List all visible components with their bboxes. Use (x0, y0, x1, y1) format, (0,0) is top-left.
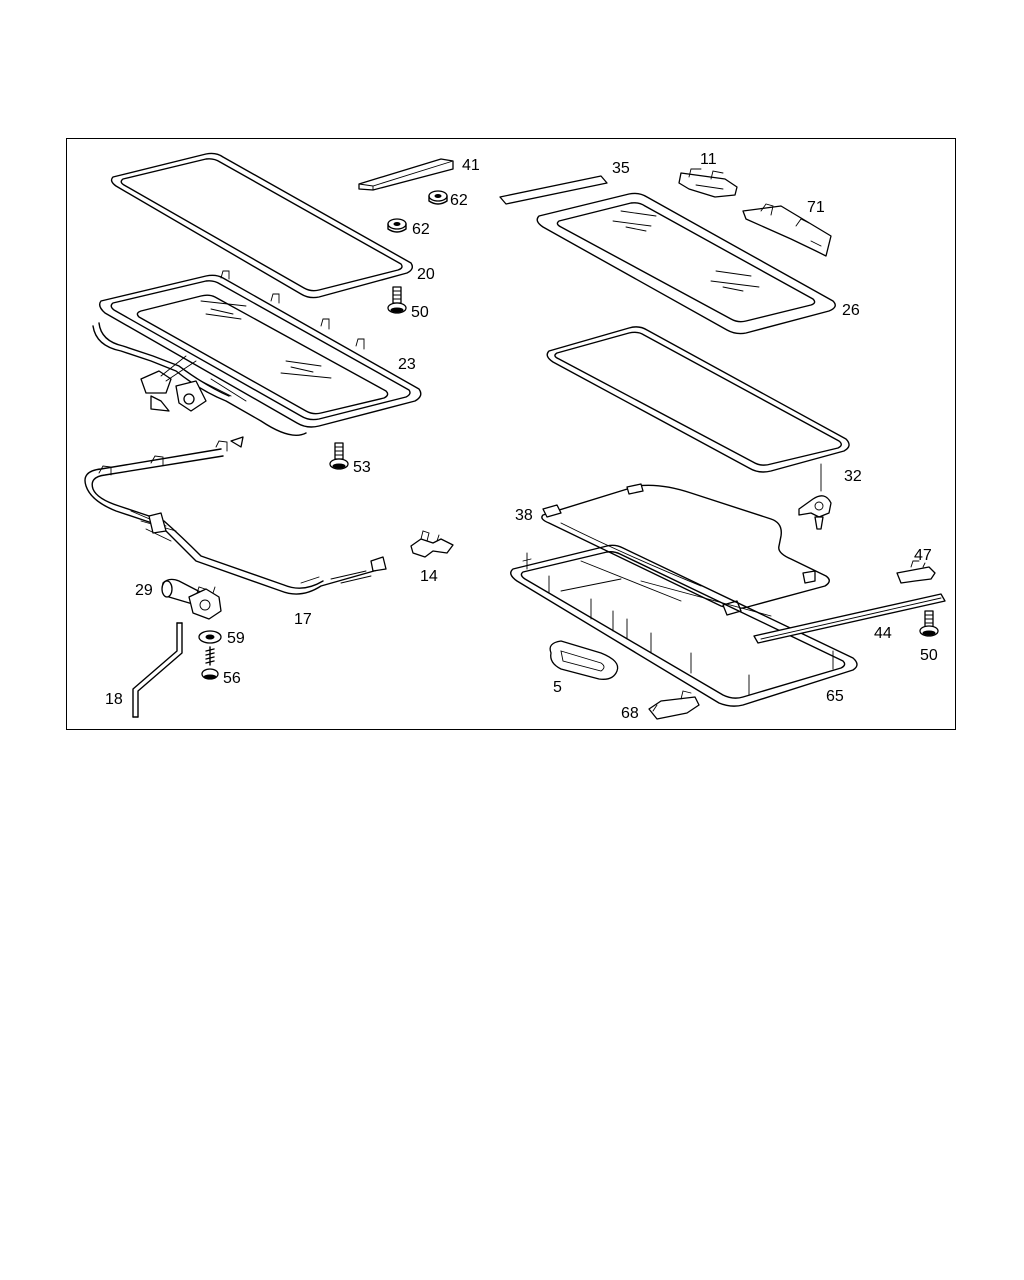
diagram-frame: 41 62 62 20 50 23 53 14 29 17 59 56 18 3… (66, 138, 956, 730)
label-47: 47 (914, 547, 932, 564)
label-17: 17 (294, 611, 312, 628)
label-29: 29 (135, 582, 153, 599)
part-50b-bolt (919, 610, 939, 637)
label-26: 26 (842, 302, 860, 319)
part-38-headliner-panel (541, 483, 830, 616)
part-23-sliding-roof-frame (92, 270, 422, 436)
part-47-clip (896, 560, 936, 584)
part-20-seal-frame (110, 152, 414, 299)
part-29-motor (161, 578, 222, 620)
part-17-drive-cables (84, 436, 387, 595)
part-11-bracket (678, 168, 738, 198)
part-5-handle-cover (549, 640, 619, 680)
label-68: 68 (621, 705, 639, 722)
part-44-strip (753, 593, 946, 644)
part-26-glass-panel (536, 192, 836, 335)
part-68-clip (648, 690, 700, 720)
part-41-deflector (358, 158, 454, 191)
label-50a: 50 (411, 304, 429, 321)
label-62b: 62 (412, 221, 430, 238)
label-35: 35 (612, 160, 630, 177)
label-41: 41 (462, 157, 480, 174)
label-65: 65 (826, 688, 844, 705)
part-14-guide (410, 530, 454, 558)
label-59: 59 (227, 630, 245, 647)
label-53: 53 (353, 459, 371, 476)
label-5: 5 (553, 679, 562, 696)
part-18-crank-handle (132, 622, 183, 718)
label-71: 71 (807, 199, 825, 216)
label-20: 20 (417, 266, 435, 283)
label-38: 38 (515, 507, 533, 524)
label-62a: 62 (450, 192, 468, 209)
label-14: 14 (420, 568, 438, 585)
part-65-lower-frame (510, 544, 858, 707)
label-44: 44 (874, 625, 892, 642)
part-59-washer (198, 630, 222, 644)
part-71-bracket (742, 203, 832, 257)
part-62a-buffer (428, 190, 448, 205)
part-32-seal (546, 326, 850, 530)
part-56-screw (201, 646, 219, 680)
part-35-strip (499, 175, 608, 205)
label-56: 56 (223, 670, 241, 687)
part-62b-buffer (387, 218, 407, 233)
part-53-bolt (329, 442, 349, 470)
label-11: 11 (700, 151, 717, 168)
label-50b: 50 (920, 647, 938, 664)
label-18: 18 (105, 691, 123, 708)
exploded-parts-diagram: 41 62 62 20 50 23 53 14 29 17 59 56 18 3… (84, 151, 946, 722)
label-32: 32 (844, 468, 862, 485)
part-50a-bolt (387, 286, 407, 314)
label-23: 23 (398, 356, 416, 373)
